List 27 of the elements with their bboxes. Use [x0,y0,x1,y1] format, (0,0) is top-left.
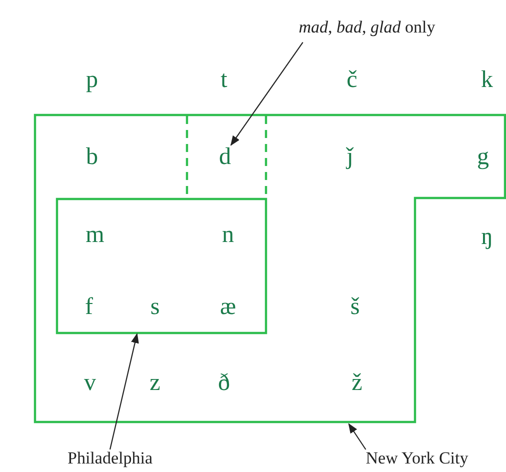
phoneme-letter: z [150,371,160,395]
phoneme-letter: ž [352,371,362,395]
phoneme-letter: b [86,145,98,169]
region-label: New York City [366,450,468,466]
phoneme-letter: ǰ [346,145,354,169]
phoneme-letter: f [85,295,93,319]
phoneme-letter: n [222,223,234,247]
phoneme-letter: č [346,68,358,92]
phoneme-letter: d [219,145,231,169]
annotation-text: mad, bad, glad only [298,18,436,36]
leader-arrow [348,423,366,450]
region-label: Philadelphia [68,450,152,466]
leader-arrow [230,42,304,146]
phoneme-letter: ð [218,371,230,395]
phoneme-letter: æ [220,295,236,319]
region-outline [56,198,267,334]
leader-arrow [109,333,139,450]
phoneme-letter: t [220,68,228,92]
region-outline [34,114,506,424]
phoneme-letter: k [481,68,493,92]
phoneme-letter: s [150,295,160,319]
phoneme-letter: v [84,371,96,395]
phoneme-letter: g [477,145,489,169]
phoneme-letter: m [86,223,104,247]
phoneme-letter: š [350,295,360,319]
phoneme-letter: p [86,68,98,92]
phoneme-letter: ŋ [481,225,493,249]
